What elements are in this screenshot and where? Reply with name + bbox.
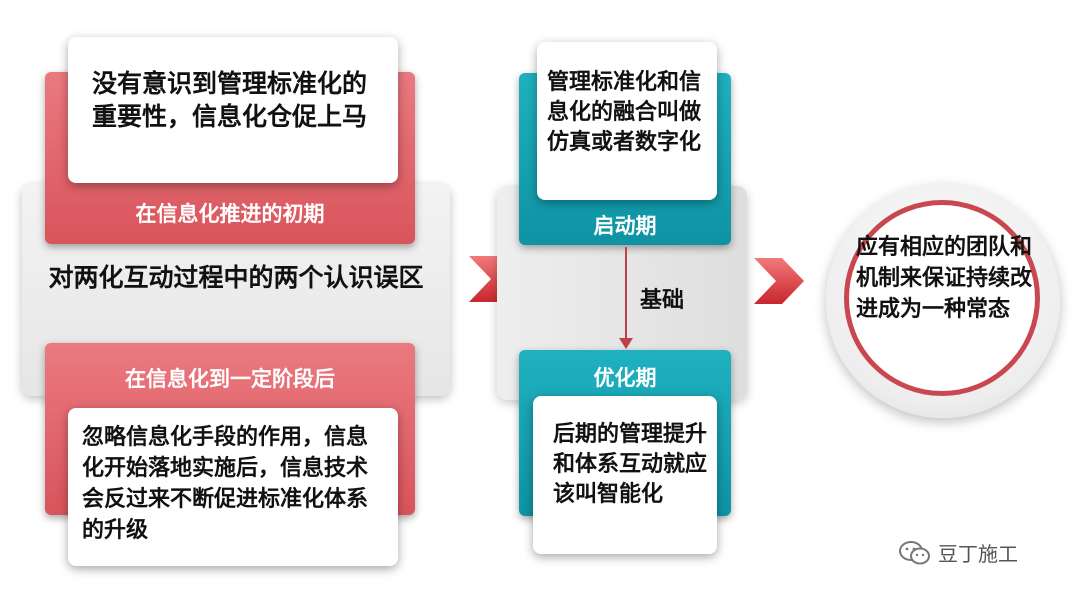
misconceptions-title: 对两化互动过程中的两个认识误区 [48, 263, 424, 292]
foundation-arrow-line [625, 247, 627, 342]
misconception-two-text: 忽略信息化手段的作用，信息化开始落地实施后，信息技术会反过来不断促进标准化体系的… [82, 425, 369, 543]
watermark-text: 豆丁施工 [938, 542, 1018, 566]
digitization-text: 管理标准化和信息化的融合叫做仿真或者数字化 [547, 70, 702, 155]
wechat-icon [899, 540, 930, 564]
optimization-phase-label: 优化期 [593, 366, 657, 390]
digitization-card: 管理标准化和信息化的融合叫做仿真或者数字化 [537, 42, 717, 200]
intelligence-text: 后期的管理提升和体系互动就应该叫智能化 [553, 422, 708, 507]
initial-stage-label: 在信息化推进的初期 [135, 202, 325, 226]
conclusion-text: 应有相应的团队和机制来保证持续改进成为一种常态 [856, 235, 1033, 322]
misconception-one-text: 没有意识到管理标准化的重要性，信息化仓促上马 [92, 69, 368, 131]
startup-phase-label: 启动期 [593, 214, 657, 238]
arrow-down-icon [619, 338, 633, 349]
foundation-label: 基础 [640, 288, 685, 313]
intelligence-card: 后期的管理提升和体系互动就应该叫智能化 [533, 396, 717, 554]
misconception-two-card: 忽略信息化手段的作用，信息化开始落地实施后，信息技术会反过来不断促进标准化体系的… [68, 408, 398, 566]
misconception-one-card: 没有意识到管理标准化的重要性，信息化仓促上马 [68, 37, 398, 183]
conclusion-ring [844, 200, 1040, 396]
watermark: 豆丁施工 [898, 538, 1018, 567]
later-stage-label: 在信息化到一定阶段后 [125, 367, 335, 391]
chevron-right-icon [754, 258, 804, 304]
